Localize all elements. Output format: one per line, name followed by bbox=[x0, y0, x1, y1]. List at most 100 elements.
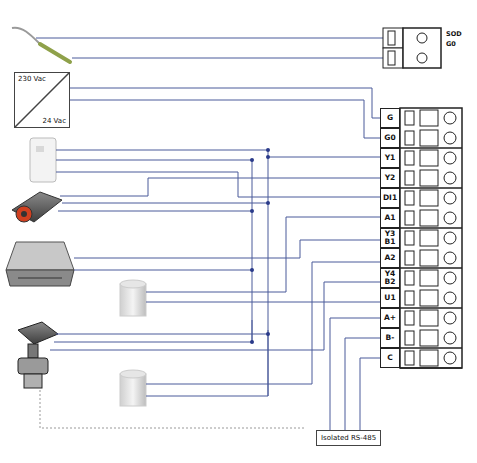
valve-port bbox=[24, 374, 42, 388]
terminal-screw bbox=[444, 212, 456, 224]
terminal-divider bbox=[400, 187, 462, 189]
wire bbox=[54, 320, 252, 342]
terminal-divider bbox=[400, 227, 462, 229]
screw bbox=[417, 53, 427, 63]
wire bbox=[268, 157, 380, 158]
junction bbox=[250, 209, 254, 213]
terminal-divider bbox=[400, 307, 462, 309]
terminal-slot bbox=[405, 331, 414, 345]
pin-slot bbox=[388, 31, 395, 45]
terminal-screw bbox=[444, 352, 456, 364]
terminal-name: B- bbox=[386, 334, 395, 342]
pin-slot bbox=[388, 51, 395, 65]
thermostat-display bbox=[36, 146, 44, 152]
terminal-label-box: DI1 bbox=[380, 188, 400, 208]
wire bbox=[56, 334, 268, 335]
terminal-label-box: Y4 B2 bbox=[380, 268, 400, 288]
wire bbox=[56, 150, 268, 151]
junction bbox=[250, 268, 254, 272]
wire bbox=[60, 178, 380, 196]
junction bbox=[250, 340, 254, 344]
terminal-label-box: A+ bbox=[380, 308, 400, 328]
wire bbox=[146, 217, 380, 292]
terminal-divider bbox=[400, 147, 462, 149]
terminal-screw bbox=[444, 132, 456, 144]
junction bbox=[266, 201, 270, 205]
terminal-label-box: A2 bbox=[380, 248, 400, 268]
terminal-cell bbox=[420, 110, 438, 126]
transformer-box: 230 Vac24 Vac bbox=[14, 72, 70, 128]
power-or-bus-wire bbox=[70, 88, 380, 118]
temperature-probe bbox=[12, 28, 70, 62]
terminal-slot bbox=[405, 191, 414, 205]
terminal-name: U1 bbox=[384, 294, 395, 302]
terminal-cell bbox=[420, 210, 438, 226]
cassette-face bbox=[6, 270, 74, 286]
terminal-divider bbox=[400, 367, 462, 369]
terminal-name: A2 bbox=[384, 254, 395, 262]
terminal-screw bbox=[444, 292, 456, 304]
terminal-cell bbox=[420, 330, 438, 346]
wire bbox=[74, 270, 252, 271]
terminal-name: Y2 bbox=[385, 174, 396, 182]
terminal-name: Y1 bbox=[385, 154, 396, 162]
junction bbox=[250, 158, 254, 162]
connector-body bbox=[403, 28, 441, 68]
wire bbox=[56, 160, 252, 161]
cylinder-sensor bbox=[120, 370, 146, 406]
wire bbox=[146, 302, 380, 303]
terminal-name: DI1 bbox=[383, 194, 397, 202]
wire bbox=[56, 172, 380, 197]
terminal-slot bbox=[405, 311, 414, 325]
terminal-screw bbox=[444, 152, 456, 164]
terminal-label-box: Y1 bbox=[380, 148, 400, 168]
power-or-bus-wire bbox=[360, 358, 380, 430]
terminal-label-box: C bbox=[380, 348, 400, 368]
bus-line bbox=[252, 160, 253, 342]
valve-stem bbox=[28, 344, 38, 358]
junction bbox=[266, 155, 270, 159]
valve-actuator bbox=[18, 322, 58, 388]
sensor-top bbox=[120, 370, 146, 378]
actuator-shaft bbox=[21, 211, 27, 217]
terminal-divider bbox=[400, 267, 462, 269]
terminal-slot bbox=[405, 151, 414, 165]
wire bbox=[146, 330, 268, 396]
damper-actuator bbox=[12, 192, 62, 222]
screw bbox=[417, 33, 427, 43]
power-or-bus-wire bbox=[330, 318, 380, 430]
probe-cable bbox=[12, 28, 40, 44]
terminal-name: G0 bbox=[384, 134, 395, 142]
terminal-slot bbox=[405, 271, 414, 285]
cassette-top bbox=[6, 242, 74, 270]
probe-rod bbox=[40, 44, 70, 62]
junction bbox=[266, 332, 270, 336]
cylinder-sensor bbox=[120, 280, 146, 316]
wire bbox=[74, 240, 380, 258]
terminal-screw bbox=[444, 332, 456, 344]
terminal-cell bbox=[420, 190, 438, 206]
terminal-name: C bbox=[387, 354, 393, 362]
voltage-label: 24 Vac bbox=[18, 117, 66, 125]
terminal-screw bbox=[444, 192, 456, 204]
connector-label: G0 bbox=[446, 41, 456, 48]
cassette-grille bbox=[18, 278, 62, 279]
terminal-label-box: B- bbox=[380, 328, 400, 348]
terminal-cell bbox=[420, 350, 438, 366]
terminal-name: Y3 B1 bbox=[382, 230, 398, 246]
terminal-slot bbox=[405, 231, 414, 245]
room-thermostat bbox=[30, 138, 56, 182]
terminal-slot bbox=[405, 171, 414, 185]
power-or-bus-wire bbox=[70, 100, 380, 138]
terminal-slot bbox=[405, 351, 414, 365]
sod-connector bbox=[383, 28, 441, 68]
sensor-body bbox=[120, 374, 146, 406]
cassette-unit bbox=[6, 242, 74, 286]
terminal-cell bbox=[420, 170, 438, 186]
terminal-screw bbox=[444, 232, 456, 244]
wire bbox=[72, 58, 383, 59]
transformer-diagonal bbox=[15, 73, 69, 127]
terminal-block bbox=[400, 108, 462, 368]
